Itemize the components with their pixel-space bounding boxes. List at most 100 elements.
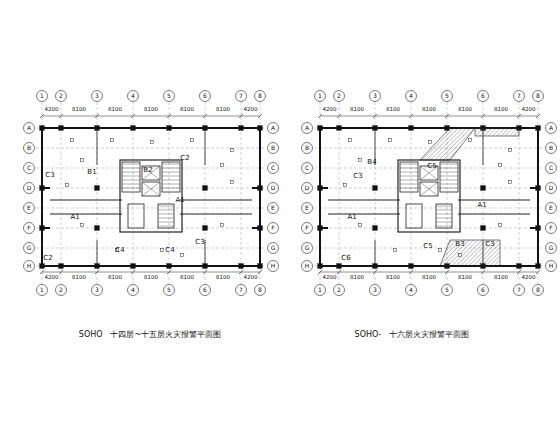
grid-bubble bbox=[37, 91, 48, 102]
dimension-tick bbox=[59, 114, 63, 118]
stair-tread bbox=[122, 188, 140, 189]
zone-label: B1 bbox=[87, 169, 96, 176]
column bbox=[167, 264, 172, 269]
dimension: 8100 bbox=[422, 275, 436, 281]
grid-letter: F bbox=[549, 225, 552, 231]
grid-number: 2 bbox=[59, 93, 63, 99]
grid-number: 4 bbox=[131, 93, 135, 99]
column bbox=[409, 264, 414, 269]
column bbox=[373, 264, 378, 269]
stair-tread bbox=[162, 164, 180, 165]
grid-line bbox=[314, 228, 544, 229]
grid-bubble bbox=[268, 163, 279, 174]
zone-label: C3 bbox=[45, 172, 54, 179]
dimension-tick bbox=[258, 114, 262, 118]
dimension: 4200 bbox=[522, 107, 536, 113]
grid-number: 5 bbox=[445, 287, 449, 293]
grid-bubble bbox=[24, 183, 35, 194]
smoke-detector bbox=[509, 181, 512, 184]
smoke-detector bbox=[359, 159, 362, 162]
grid-letter: H bbox=[549, 263, 554, 269]
stair bbox=[436, 204, 452, 228]
column bbox=[59, 264, 64, 269]
stair-tread bbox=[400, 188, 418, 189]
stair-tread bbox=[158, 222, 174, 223]
grid-bubble bbox=[268, 123, 279, 134]
ramp-void bbox=[420, 128, 475, 160]
stair bbox=[162, 162, 180, 192]
zone-label: A1 bbox=[477, 202, 486, 209]
grid-letter: H bbox=[27, 263, 32, 269]
grid-bubble bbox=[56, 285, 67, 296]
dimension-tick bbox=[40, 114, 44, 118]
grid-bubble bbox=[546, 163, 557, 174]
zone-label: C4 bbox=[165, 247, 174, 254]
dimension-tick bbox=[445, 114, 449, 118]
grid-letter: C bbox=[271, 165, 275, 171]
stair-tread bbox=[440, 172, 458, 173]
grid-letter: G bbox=[271, 245, 276, 251]
drawing-caption: SOHO 十四层~十五层火灾报警平面图 bbox=[79, 331, 221, 339]
stair-tread bbox=[440, 176, 458, 177]
corridor-wall bbox=[328, 200, 400, 201]
grid-number: 3 bbox=[373, 93, 377, 99]
stair-tread bbox=[436, 226, 452, 227]
grid-letter: A bbox=[305, 125, 309, 131]
grid-letter: D bbox=[271, 185, 276, 191]
stair-tread bbox=[162, 176, 180, 177]
dimension-tick bbox=[337, 114, 341, 118]
smoke-detector bbox=[81, 159, 84, 162]
grid-number: 6 bbox=[203, 287, 207, 293]
column bbox=[536, 226, 541, 231]
grid-bubble bbox=[302, 243, 313, 254]
stair-tread bbox=[400, 176, 418, 177]
grid-letter: D bbox=[305, 185, 310, 191]
dimension-tick bbox=[517, 114, 521, 118]
column bbox=[239, 264, 244, 269]
stair-tread bbox=[158, 210, 174, 211]
dimension: 8100 bbox=[494, 107, 508, 113]
dimension-tick bbox=[131, 114, 135, 118]
smoke-detector bbox=[81, 224, 84, 227]
dimension-tick bbox=[318, 114, 322, 118]
grid-line bbox=[314, 208, 544, 209]
grid-number: 6 bbox=[203, 93, 207, 99]
grid-number: 4 bbox=[409, 93, 413, 99]
grid-letter: F bbox=[271, 225, 274, 231]
grid-bubble bbox=[302, 123, 313, 134]
dimension-line bbox=[42, 272, 260, 273]
exterior-wall bbox=[42, 128, 260, 266]
elevator-cross bbox=[142, 166, 160, 180]
dimension-tick bbox=[409, 114, 413, 118]
stair-tread bbox=[122, 184, 140, 185]
grid-number: 5 bbox=[167, 287, 171, 293]
column bbox=[318, 186, 323, 191]
grid-letter: D bbox=[549, 185, 554, 191]
smoke-detector bbox=[151, 141, 154, 144]
dimension: 8100 bbox=[144, 275, 158, 281]
zone-label: C5 bbox=[427, 163, 436, 170]
grid-bubble bbox=[56, 91, 67, 102]
smoke-detector bbox=[499, 224, 502, 227]
grid-bubble bbox=[546, 203, 557, 214]
smoke-detector bbox=[161, 249, 164, 252]
dimension-tick bbox=[445, 270, 449, 274]
stair-tread bbox=[400, 184, 418, 185]
grid-number: 6 bbox=[481, 287, 485, 293]
grid-number: 8 bbox=[536, 93, 540, 99]
elevator-cross bbox=[142, 166, 160, 180]
grid-bubble bbox=[315, 285, 326, 296]
stair-tread bbox=[440, 168, 458, 169]
grid-bubble bbox=[334, 285, 345, 296]
grid-number: 2 bbox=[59, 287, 63, 293]
zone-label: B3 bbox=[455, 241, 464, 248]
zone-label: C3 bbox=[485, 241, 494, 248]
zone-label: C3 bbox=[195, 239, 204, 246]
dimension-tick bbox=[59, 270, 63, 274]
zone-label: A1 bbox=[347, 214, 356, 221]
grid-bubble bbox=[92, 91, 103, 102]
grid-letter: G bbox=[549, 245, 554, 251]
dimension-tick bbox=[203, 114, 207, 118]
dimension: 4200 bbox=[244, 107, 258, 113]
